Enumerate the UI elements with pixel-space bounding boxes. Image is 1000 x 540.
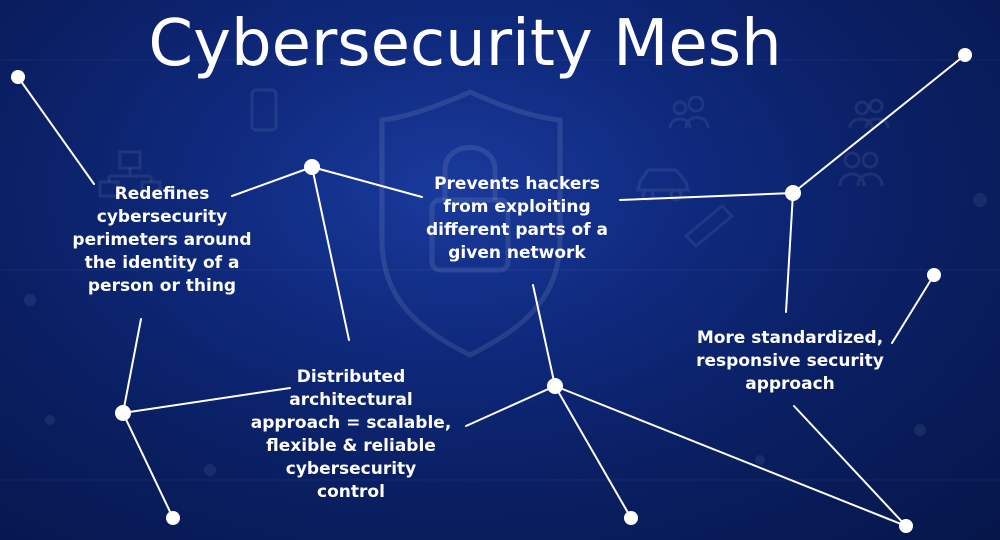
mesh-node: [304, 159, 320, 175]
mesh-line: [122, 412, 174, 519]
mesh-line: [619, 192, 794, 201]
mesh-node: [624, 511, 638, 525]
mesh-line: [231, 166, 313, 197]
lock-body: [429, 197, 511, 273]
label-standardized-approach: More standardized, responsive security a…: [696, 328, 884, 394]
mesh-line: [311, 166, 423, 198]
lock-shackle: [442, 145, 498, 200]
mesh-node: [899, 519, 913, 533]
label-distributed-architecture: Distributed architectural approach = sca…: [250, 367, 452, 502]
mesh-line: [122, 318, 142, 414]
mesh-node: [166, 511, 180, 525]
mesh-node: [11, 70, 25, 84]
phone-icon: [250, 88, 278, 132]
pen-icon: [683, 203, 735, 249]
label-identity-perimeters: Redefines cybersecurity perimeters aroun…: [72, 184, 252, 296]
mesh-node: [785, 185, 801, 201]
mesh-line: [554, 385, 907, 527]
mesh-line: [311, 166, 350, 341]
label-prevents-hackers: Prevents hackers from exploiting differe…: [425, 174, 608, 263]
people-icon: [668, 95, 710, 129]
mesh-line: [891, 274, 935, 344]
car-icon: [636, 168, 690, 202]
mesh-line: [793, 405, 907, 527]
mesh-line: [785, 192, 794, 313]
mesh-line: [792, 54, 966, 194]
mesh-node: [115, 405, 131, 421]
mesh-line: [554, 385, 632, 519]
mesh-line: [17, 76, 95, 185]
mesh-node: [958, 48, 972, 62]
page-title: Cybersecurity Mesh: [148, 7, 782, 81]
mesh-node: [927, 268, 941, 282]
shield-lock-icon: [379, 89, 563, 358]
mesh-node: [547, 378, 563, 394]
mesh-line: [532, 284, 556, 387]
mesh-line: [465, 385, 556, 427]
person-group-icon: [838, 98, 890, 187]
org-chart-icon: [98, 150, 162, 198]
mesh-line: [122, 387, 291, 414]
